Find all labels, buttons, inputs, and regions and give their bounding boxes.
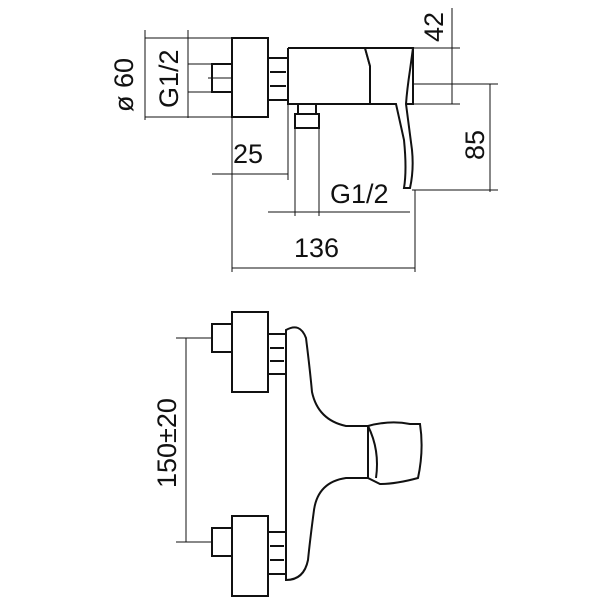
front-view-lower-flange: [231, 515, 269, 597]
side-view-lever: [363, 47, 415, 189]
dim-outlet-label: G1/2: [330, 179, 389, 209]
dim-136-label: 136: [294, 233, 339, 263]
dim-85-label: 85: [460, 130, 490, 160]
front-view-body: [285, 326, 369, 582]
side-view-flange: [231, 37, 269, 118]
front-view-lower-stub: [211, 527, 233, 557]
front-view-upper-nut: [267, 333, 287, 375]
front-view-upper-flange: [231, 311, 269, 393]
front-view-lever: [367, 421, 423, 486]
side-view-outlet-collar: [297, 103, 317, 115]
dim-42-label: 42: [419, 12, 449, 42]
dim-thread-top-label: G1/2: [154, 49, 184, 108]
dim-centers-label: 150±20: [152, 398, 182, 488]
front-view-lower-nut: [267, 531, 287, 575]
side-view: ø 60 G1/2 42 85 25 G1/2 136: [109, 8, 498, 272]
side-view-outlet-thread: [294, 113, 320, 129]
front-view: 150±20: [152, 311, 423, 597]
dim-25-label: 25: [233, 139, 263, 169]
front-view-upper-stub: [211, 323, 233, 353]
side-view-nut: [267, 57, 289, 101]
dim-diameter-label: ø 60: [109, 58, 139, 112]
front-view-lever-edge: [367, 425, 378, 479]
